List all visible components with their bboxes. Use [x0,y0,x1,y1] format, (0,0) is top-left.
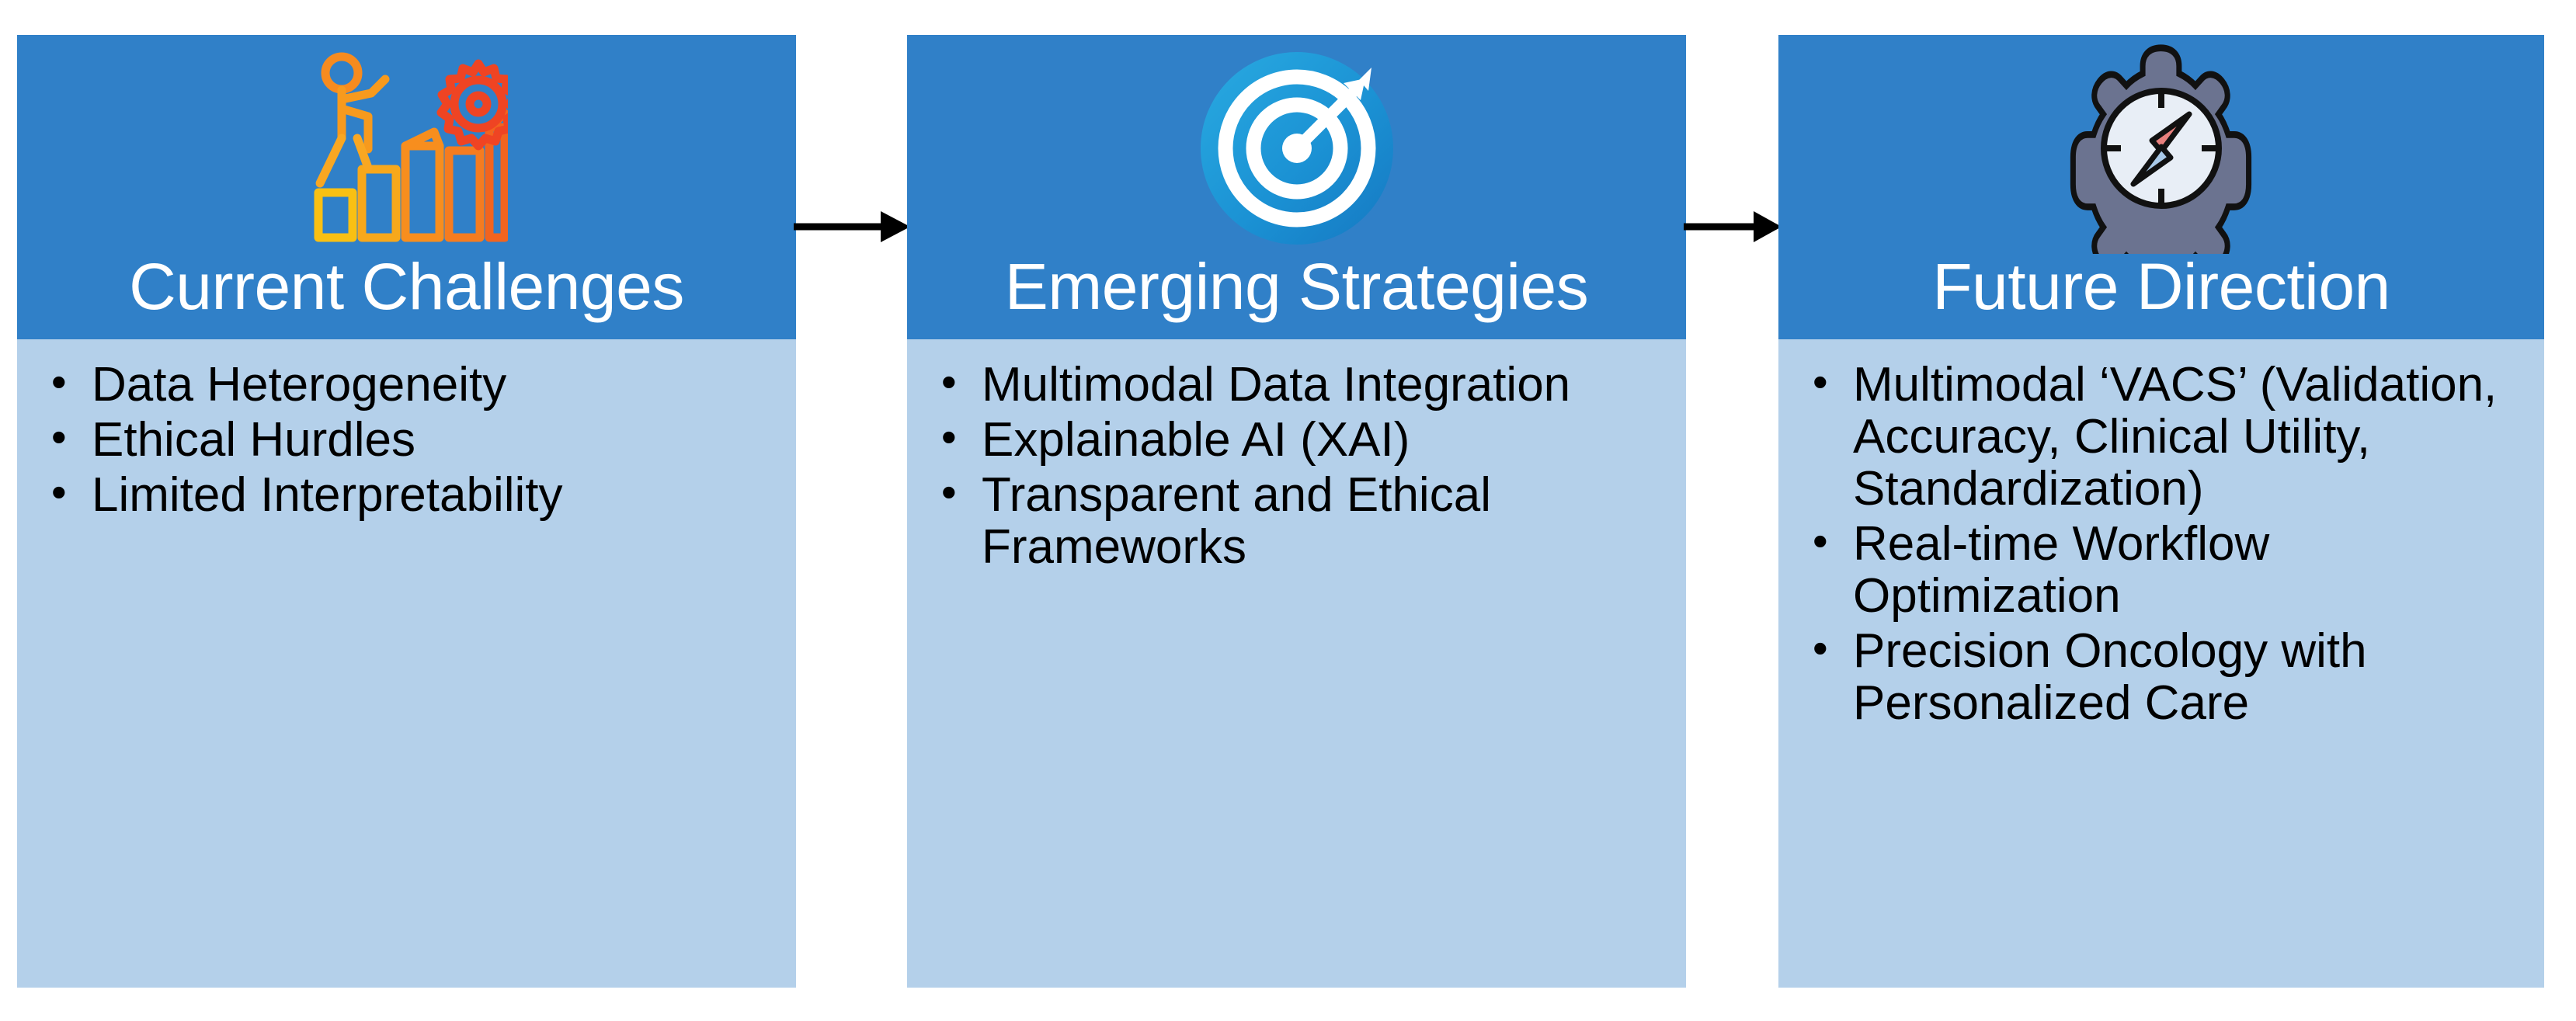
compass-in-gear-icon [1778,35,2544,262]
list-item: Multimodal Data Integration [933,356,1663,412]
list-item: Data Heterogeneity [43,356,773,412]
list-item: Explainable AI (XAI) [933,412,1663,467]
list-item: Ethical Hurdles [43,412,773,467]
stage-body: Multimodal ‘VACS’ (Validation, Accuracy,… [1778,339,2544,988]
arrow-right-icon [1684,203,1783,250]
list-item: Precision Oncology with Personalized Car… [1805,623,2521,730]
list-item: Transparent and Ethical Frameworks [933,467,1663,574]
list-item: Multimodal ‘VACS’ (Validation, Accuracy,… [1805,356,2521,516]
stage-title: Current Challenges [129,250,684,323]
arrow-right-icon [794,203,912,250]
person-climbing-bar-chart-gear-icon [17,35,796,262]
stage-header: Current Challenges [17,35,796,339]
stage-title: Emerging Strategies [1004,250,1589,323]
stage-card-emerging-strategies: Emerging Strategies Multimodal Data Inte… [907,35,1686,988]
stage-bullet-list: Multimodal Data Integration Explainable … [933,356,1663,574]
target-bullseye-arrow-icon [907,35,1686,262]
stage-header: Emerging Strategies [907,35,1686,339]
stage-title: Future Direction [1932,250,2390,323]
stage-bullet-list: Multimodal ‘VACS’ (Validation, Accuracy,… [1805,356,2521,730]
stage-body: Data Heterogeneity Ethical Hurdles Limit… [17,339,796,988]
stage-body: Multimodal Data Integration Explainable … [907,339,1686,988]
stage-bullet-list: Data Heterogeneity Ethical Hurdles Limit… [43,356,773,522]
list-item: Real-time Workflow Optimization [1805,516,2521,623]
stage-card-current-challenges: Current Challenges Data Heterogeneity Et… [17,35,796,988]
stage-header: Future Direction [1778,35,2544,339]
list-item: Limited Interpretability [43,467,773,522]
stage-card-future-direction: Future Direction Multimodal ‘VACS’ (Vali… [1778,35,2544,988]
